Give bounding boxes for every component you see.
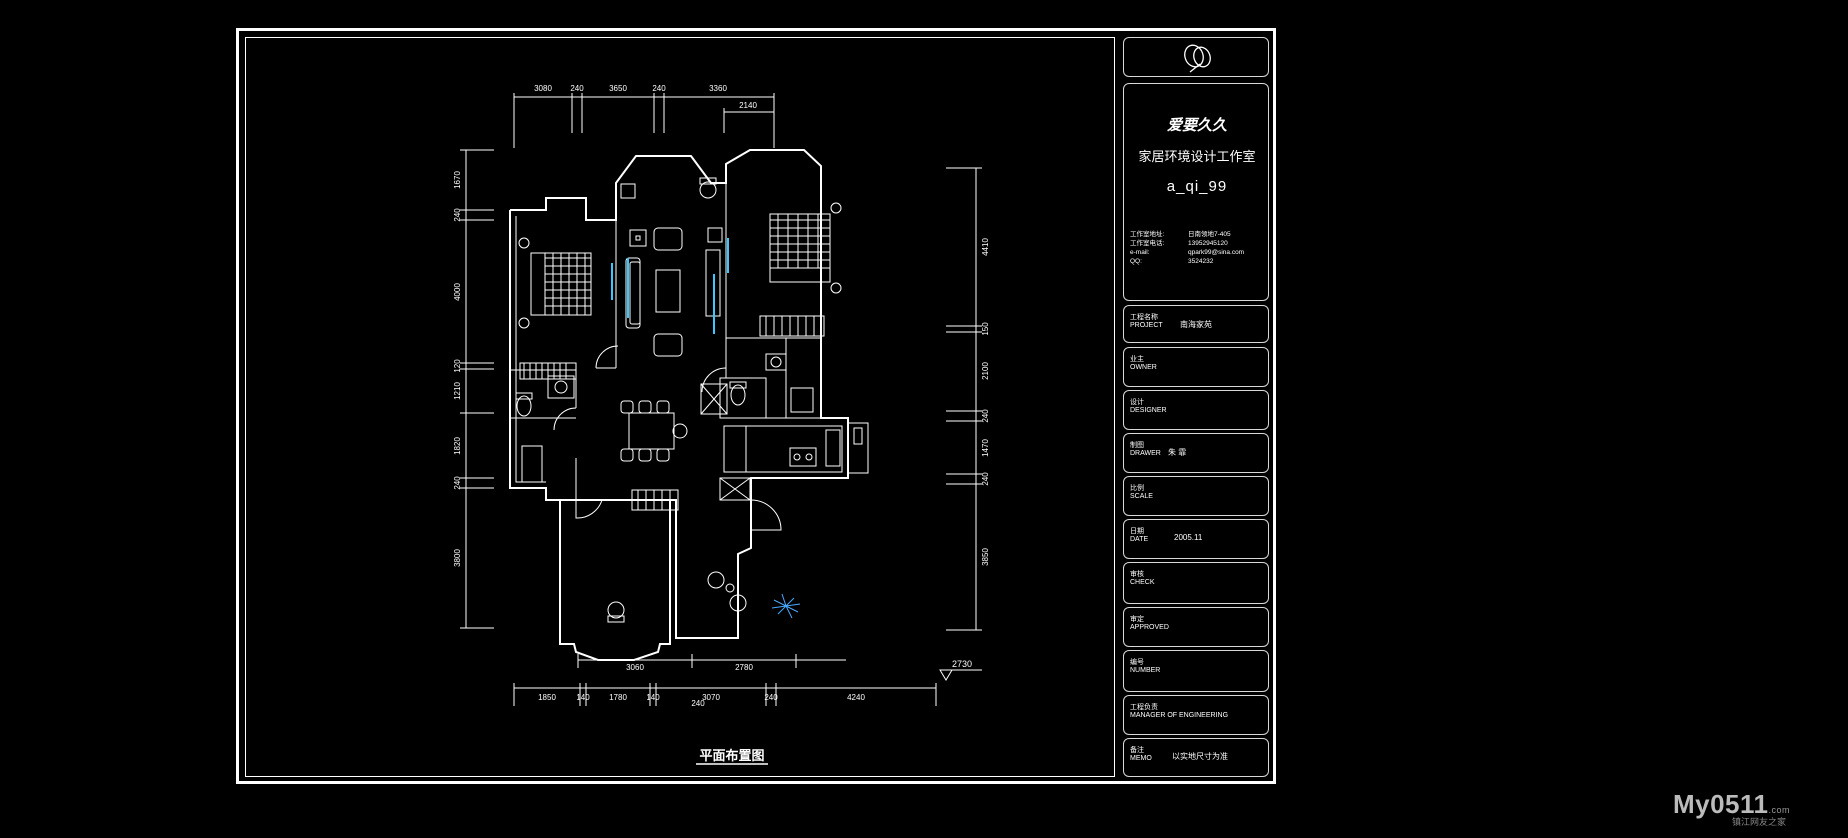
- lounge-chair: [607, 601, 625, 619]
- dim-left-7: 240: [453, 476, 462, 490]
- dim-ticks-top: [513, 93, 775, 148]
- contact-row: 工作室地址: 日南领地7-405: [1130, 231, 1231, 238]
- sofa-set: [625, 227, 723, 357]
- contact-info: 工作室地址: 日南领地7-405 工作室电话: 13952945120 e-ma…: [1130, 230, 1266, 266]
- logo-cell: [1123, 37, 1269, 77]
- dim-left-2: 240: [453, 208, 462, 222]
- toilet-left: [516, 395, 532, 417]
- dim-top-2: 240: [570, 84, 584, 93]
- dim-bottom-2: 140: [576, 693, 590, 702]
- plan-frame: 3080 240 3650 240 3360 2140 1670 240 400…: [245, 37, 1115, 777]
- dining-table: [620, 400, 688, 462]
- watermark-tagline: 镇江网友之家: [1731, 817, 1786, 827]
- window-marks: [611, 238, 729, 334]
- dim-bottom-extra: 240: [691, 699, 705, 708]
- kitchen-counter: [723, 425, 843, 473]
- dim-right-7: 3850: [981, 548, 990, 566]
- dim-left-5: 1210: [453, 382, 462, 400]
- dim-left-1: 1670: [453, 171, 462, 189]
- dim-bottom-inner-2: 2780: [735, 663, 753, 672]
- plant: [771, 593, 801, 619]
- dim-left-8: 3800: [453, 549, 462, 567]
- dim-bottom-1: 1850: [538, 693, 556, 702]
- dim-top-4: 240: [652, 84, 666, 93]
- contact-row: QQ: 3524232: [1130, 258, 1214, 265]
- logo-mark: [1184, 44, 1211, 73]
- bed-right: [769, 202, 842, 294]
- dim-left-4: 120: [453, 359, 462, 373]
- studio-name: 家居环境设计工作室: [1138, 149, 1256, 164]
- dim-top-1: 3080: [534, 84, 552, 93]
- contact-row: e-mail: qpark99@sina.com: [1130, 249, 1245, 256]
- contact-row: 工作室电话: 13952945120: [1130, 240, 1228, 247]
- dim-bottom-5: 3070: [702, 693, 720, 702]
- dim-bottom-7: 4240: [847, 693, 865, 702]
- drawing-sheet: 3080 240 3650 240 3360 2140 1670 240 400…: [236, 28, 1276, 784]
- dim-top-3: 3650: [609, 84, 627, 93]
- dim-left-3: 4000: [453, 283, 462, 301]
- dim-right-1: 4410: [981, 238, 990, 256]
- door-arc: [595, 345, 619, 369]
- dim-bottom-4: 140: [646, 693, 660, 702]
- brand-name: 爱要久久: [1166, 117, 1227, 134]
- level-marker: [939, 669, 982, 681]
- watermark-suffix: .com: [1768, 805, 1790, 815]
- title-block: 爱要久久 家居环境设计工作室 a_qi_99 工作室地址: 日南领地7-405 …: [1123, 37, 1269, 777]
- dim-top-sub: 2140: [739, 101, 757, 110]
- dim-right-4: 240: [981, 409, 990, 423]
- dim-bottom-3: 1780: [609, 693, 627, 702]
- floor-plan: 3080 240 3650 240 3360 2140 1670 240 400…: [453, 84, 990, 765]
- studio-handle: a_qi_99: [1166, 178, 1228, 195]
- outer-wall: [510, 149, 849, 661]
- site-watermark: My0511.com: [1673, 789, 1790, 820]
- plan-title: 平面布置图: [699, 748, 764, 763]
- bed-left: [518, 237, 592, 329]
- dim-bottom-6: 240: [764, 693, 778, 702]
- dim-right-5: 1470: [981, 439, 990, 457]
- toilet-right: [730, 384, 746, 406]
- dim-top-5: 3360: [709, 84, 727, 93]
- watermark-brand: My0511: [1672, 789, 1769, 819]
- dim-right-6: 240: [981, 472, 990, 486]
- level-label: 2730: [952, 659, 972, 669]
- dim-bottom-inner-1: 3060: [626, 663, 644, 672]
- dim-right-2: 150: [981, 322, 990, 336]
- dim-left-6: 1820: [453, 437, 462, 455]
- dim-right-3: 2100: [981, 362, 990, 380]
- studio-cell: 爱要久久 家居环境设计工作室 a_qi_99 工作室地址: 日南领地7-405 …: [1123, 83, 1269, 301]
